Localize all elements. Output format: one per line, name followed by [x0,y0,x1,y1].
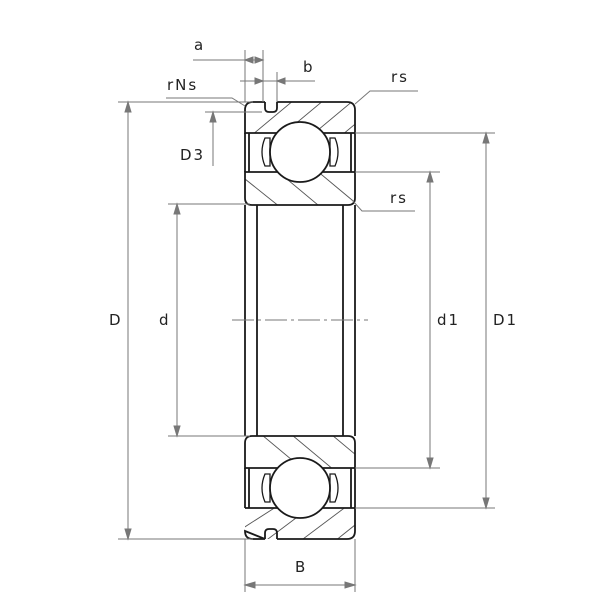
label-d: d [159,311,171,329]
snap-ring-groove-bottom [264,528,278,539]
snap-ring-groove-top [264,102,278,113]
label-a: a [194,36,206,54]
ball-bottom [269,457,331,519]
ball-top [269,121,331,183]
label-D: D [109,311,123,329]
label-rs-inner: rs [390,189,408,207]
label-rs-top: rs [391,68,409,86]
label-D3: D3 [180,146,206,164]
label-D1: D1 [493,311,519,329]
rolling-elements [261,121,339,519]
label-b: b [303,58,315,76]
label-B: B [295,558,308,576]
dimension-lines [118,50,495,592]
label-rNs: rNs [167,76,199,94]
label-d1: d1 [437,311,461,329]
